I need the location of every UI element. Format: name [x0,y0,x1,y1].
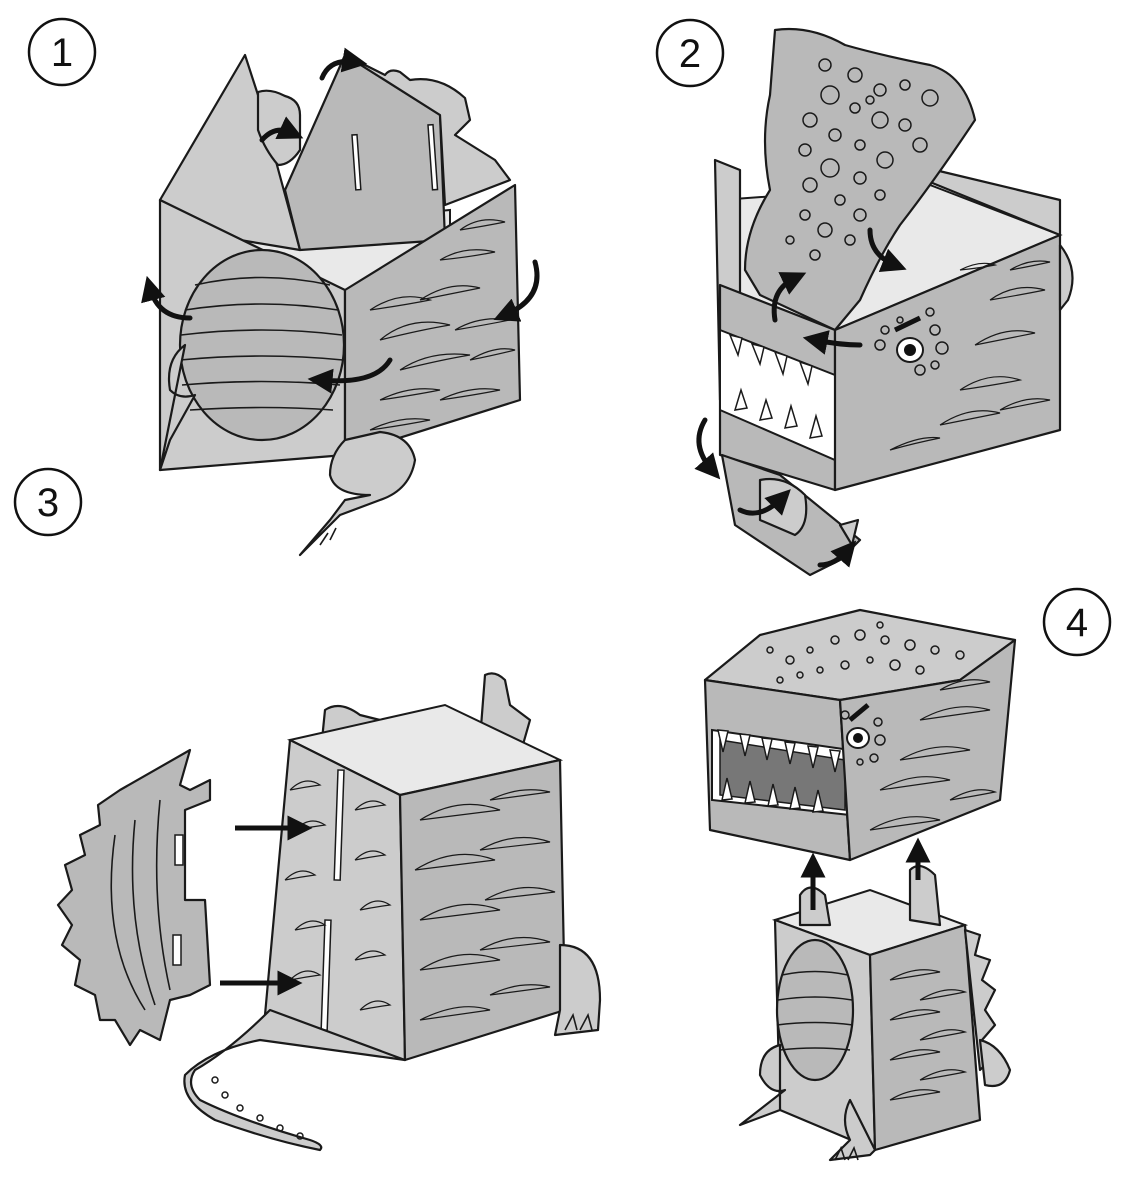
step-number-1: 1 [51,31,73,75]
step-badge-4: 4 [1042,587,1112,657]
dino-eye [893,315,924,363]
step-1-body-folding [141,47,540,557]
step-4-final-assembly [703,608,1017,1162]
step-number-3: 3 [37,481,59,525]
step-badge-1: 1 [27,17,97,87]
step-2-head-folding [694,27,1074,577]
step-number-4: 4 [1066,601,1088,645]
step-number-2: 2 [679,32,701,76]
step-badge-2: 2 [655,18,725,88]
step-3-attach-spikes [56,672,602,1152]
step-badge-3: 3 [13,467,83,537]
